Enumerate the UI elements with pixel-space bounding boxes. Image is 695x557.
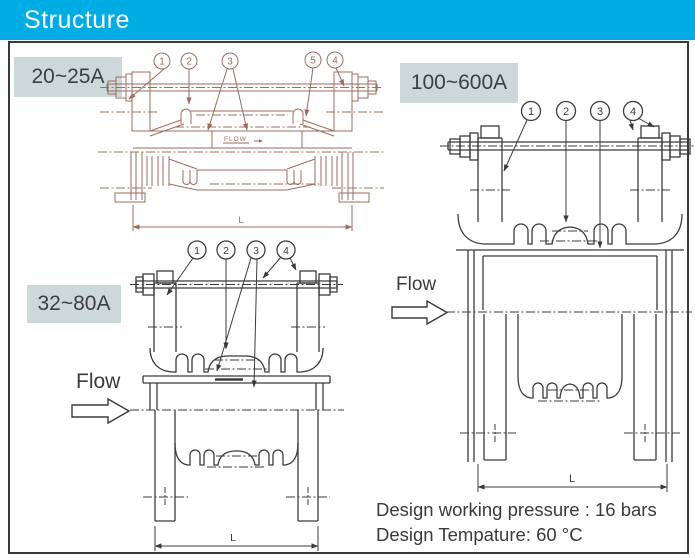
bolt-lug-right bbox=[291, 270, 338, 352]
design-specs: Design working pressure : 16 bars Design… bbox=[376, 497, 657, 547]
flow-label: Flow bbox=[396, 274, 437, 295]
bolt-lug-left bbox=[100, 71, 158, 132]
dimension-l-label: L bbox=[238, 215, 243, 226]
flow-arrow-icon bbox=[391, 299, 449, 326]
leader-lines bbox=[503, 117, 655, 249]
callout-numbers: 1 2 3 4 bbox=[528, 106, 636, 118]
svg-text:2: 2 bbox=[223, 245, 229, 257]
svg-text:4: 4 bbox=[332, 56, 338, 67]
dimension-l bbox=[477, 464, 668, 492]
upper-bellows bbox=[149, 108, 335, 137]
leader-lines bbox=[128, 67, 345, 131]
svg-text:5: 5 bbox=[310, 56, 316, 67]
leader-lines bbox=[166, 256, 297, 388]
body-shell bbox=[456, 249, 684, 462]
spec-design-temperature: Design Tempature: 60 °C bbox=[376, 524, 583, 545]
size-label-text: 32~80A bbox=[37, 292, 111, 315]
upper-bellows bbox=[149, 347, 324, 373]
diagram-frame bbox=[8, 41, 689, 554]
svg-text:4: 4 bbox=[630, 106, 636, 118]
svg-text:4: 4 bbox=[283, 245, 289, 257]
dimension-l bbox=[132, 205, 353, 231]
dimension-l bbox=[154, 526, 319, 551]
upper-bellows bbox=[457, 213, 683, 245]
section-header: Structure bbox=[0, 0, 695, 40]
svg-text:3: 3 bbox=[253, 245, 259, 257]
bolt-lug-left bbox=[135, 270, 182, 352]
flow-label: Flow bbox=[76, 370, 121, 393]
flow-text-inline: FLOW bbox=[224, 136, 247, 143]
size-label-text: 20~25A bbox=[31, 65, 105, 88]
callout-numbers: 1 2 3 4 bbox=[194, 245, 289, 257]
size-label-20-25a: 20~25A bbox=[14, 57, 122, 97]
dimension-l-label: L bbox=[230, 532, 236, 544]
body-shell bbox=[149, 383, 324, 410]
flow-arrow-icon bbox=[71, 397, 131, 425]
dimension-l-label: L bbox=[569, 473, 575, 485]
drawing-32-80a: 1 2 3 4 bbox=[130, 240, 344, 551]
svg-text:3: 3 bbox=[597, 106, 603, 118]
size-label-32-80a: 32~80A bbox=[27, 285, 121, 323]
section-title: Structure bbox=[24, 5, 130, 34]
tie-rod bbox=[440, 141, 694, 151]
svg-text:1: 1 bbox=[194, 245, 200, 257]
callout-numbers: 1 2 3 5 4 bbox=[159, 56, 338, 68]
callout-balloons bbox=[187, 240, 296, 260]
size-label-text: 100~600A bbox=[410, 71, 508, 94]
svg-text:2: 2 bbox=[563, 106, 569, 118]
svg-text:2: 2 bbox=[186, 57, 192, 68]
bolt-lug-right bbox=[326, 71, 384, 132]
flange-plate bbox=[142, 375, 331, 384]
tie-rod bbox=[100, 83, 383, 92]
drawing-100-600a: 1 2 3 4 bbox=[440, 100, 694, 492]
legs bbox=[154, 410, 319, 522]
svg-text:1: 1 bbox=[528, 106, 534, 118]
spec-working-pressure: Design working pressure : 16 bars bbox=[376, 499, 657, 520]
callout-balloons bbox=[520, 100, 644, 122]
center-marks bbox=[143, 487, 330, 507]
svg-text:1: 1 bbox=[159, 57, 165, 68]
lower-bellows bbox=[517, 375, 623, 402]
tie-rod bbox=[130, 280, 343, 289]
center-marks bbox=[460, 424, 680, 442]
drawing-20-25a: 1 2 3 5 4 bbox=[98, 51, 384, 231]
flow-indicator-32-80a: Flow bbox=[70, 370, 132, 430]
bolt-lug-left bbox=[449, 125, 510, 222]
legs bbox=[483, 314, 657, 461]
svg-text:3: 3 bbox=[227, 57, 233, 68]
lower-body bbox=[100, 152, 384, 203]
flow-band bbox=[133, 130, 352, 149]
lower-bellows bbox=[174, 442, 299, 468]
bolt-lug-right bbox=[630, 125, 691, 222]
size-label-100-600a: 100~600A bbox=[400, 63, 518, 103]
flow-indicator-100-600a: Flow bbox=[390, 274, 450, 331]
